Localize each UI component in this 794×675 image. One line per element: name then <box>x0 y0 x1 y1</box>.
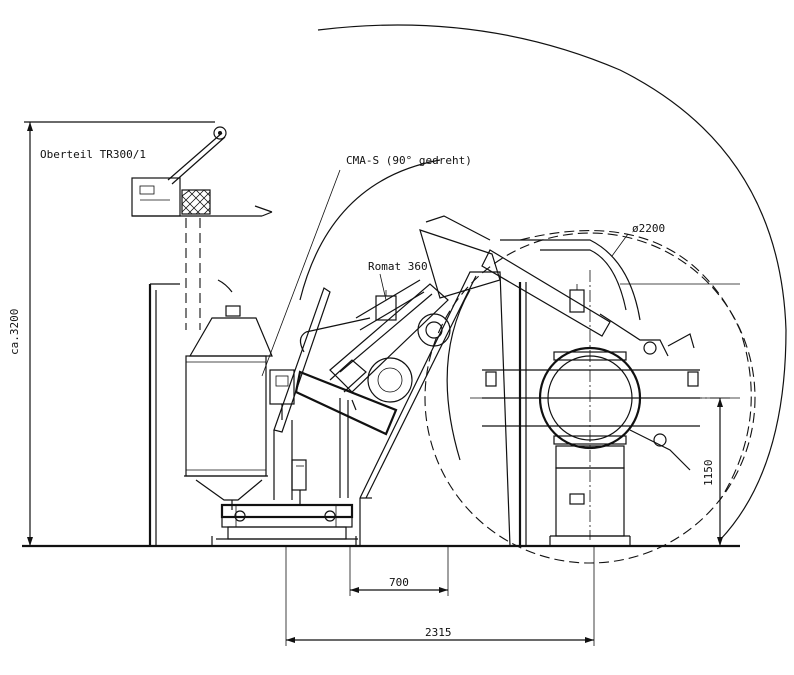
left-wall-post <box>148 283 180 546</box>
label-diameter: ø2200 <box>611 222 665 257</box>
tube-support <box>549 445 631 546</box>
top-unit-label: Oberteil TR300/1 <box>40 148 146 161</box>
vertical-guides <box>185 218 201 330</box>
height-dimension-right: 1150 <box>700 397 730 546</box>
cma-label: CMA-S (90° gedreht) <box>346 154 472 167</box>
manipulator-base <box>359 271 527 547</box>
label-cma: CMA-S (90° gedreht) <box>261 154 472 377</box>
height-total-label: ca.3200 <box>8 309 21 355</box>
rotary-table <box>211 503 358 546</box>
top-unit-oberteil: Oberteil TR300/1 <box>40 126 273 217</box>
width-dimension-2315: 2315 <box>285 546 595 646</box>
reach-arcs <box>299 24 787 564</box>
robot-pedestal <box>269 287 331 505</box>
drum-container <box>184 279 273 510</box>
height-right-label: 1150 <box>702 460 715 487</box>
romat-label: Romat 360 <box>368 260 428 273</box>
robot-arm-cma <box>294 215 501 498</box>
width-dimension-700: 700 <box>349 546 449 596</box>
width-inner-label: 700 <box>389 576 409 589</box>
height-dimension-left: ca.3200 <box>8 121 215 546</box>
tube-workpiece <box>470 270 720 540</box>
label-romat: Romat 360 <box>368 260 428 301</box>
width-total-label: 2315 <box>425 626 452 639</box>
diameter-label: ø2200 <box>632 222 665 235</box>
right-arm-linkage <box>481 239 695 471</box>
